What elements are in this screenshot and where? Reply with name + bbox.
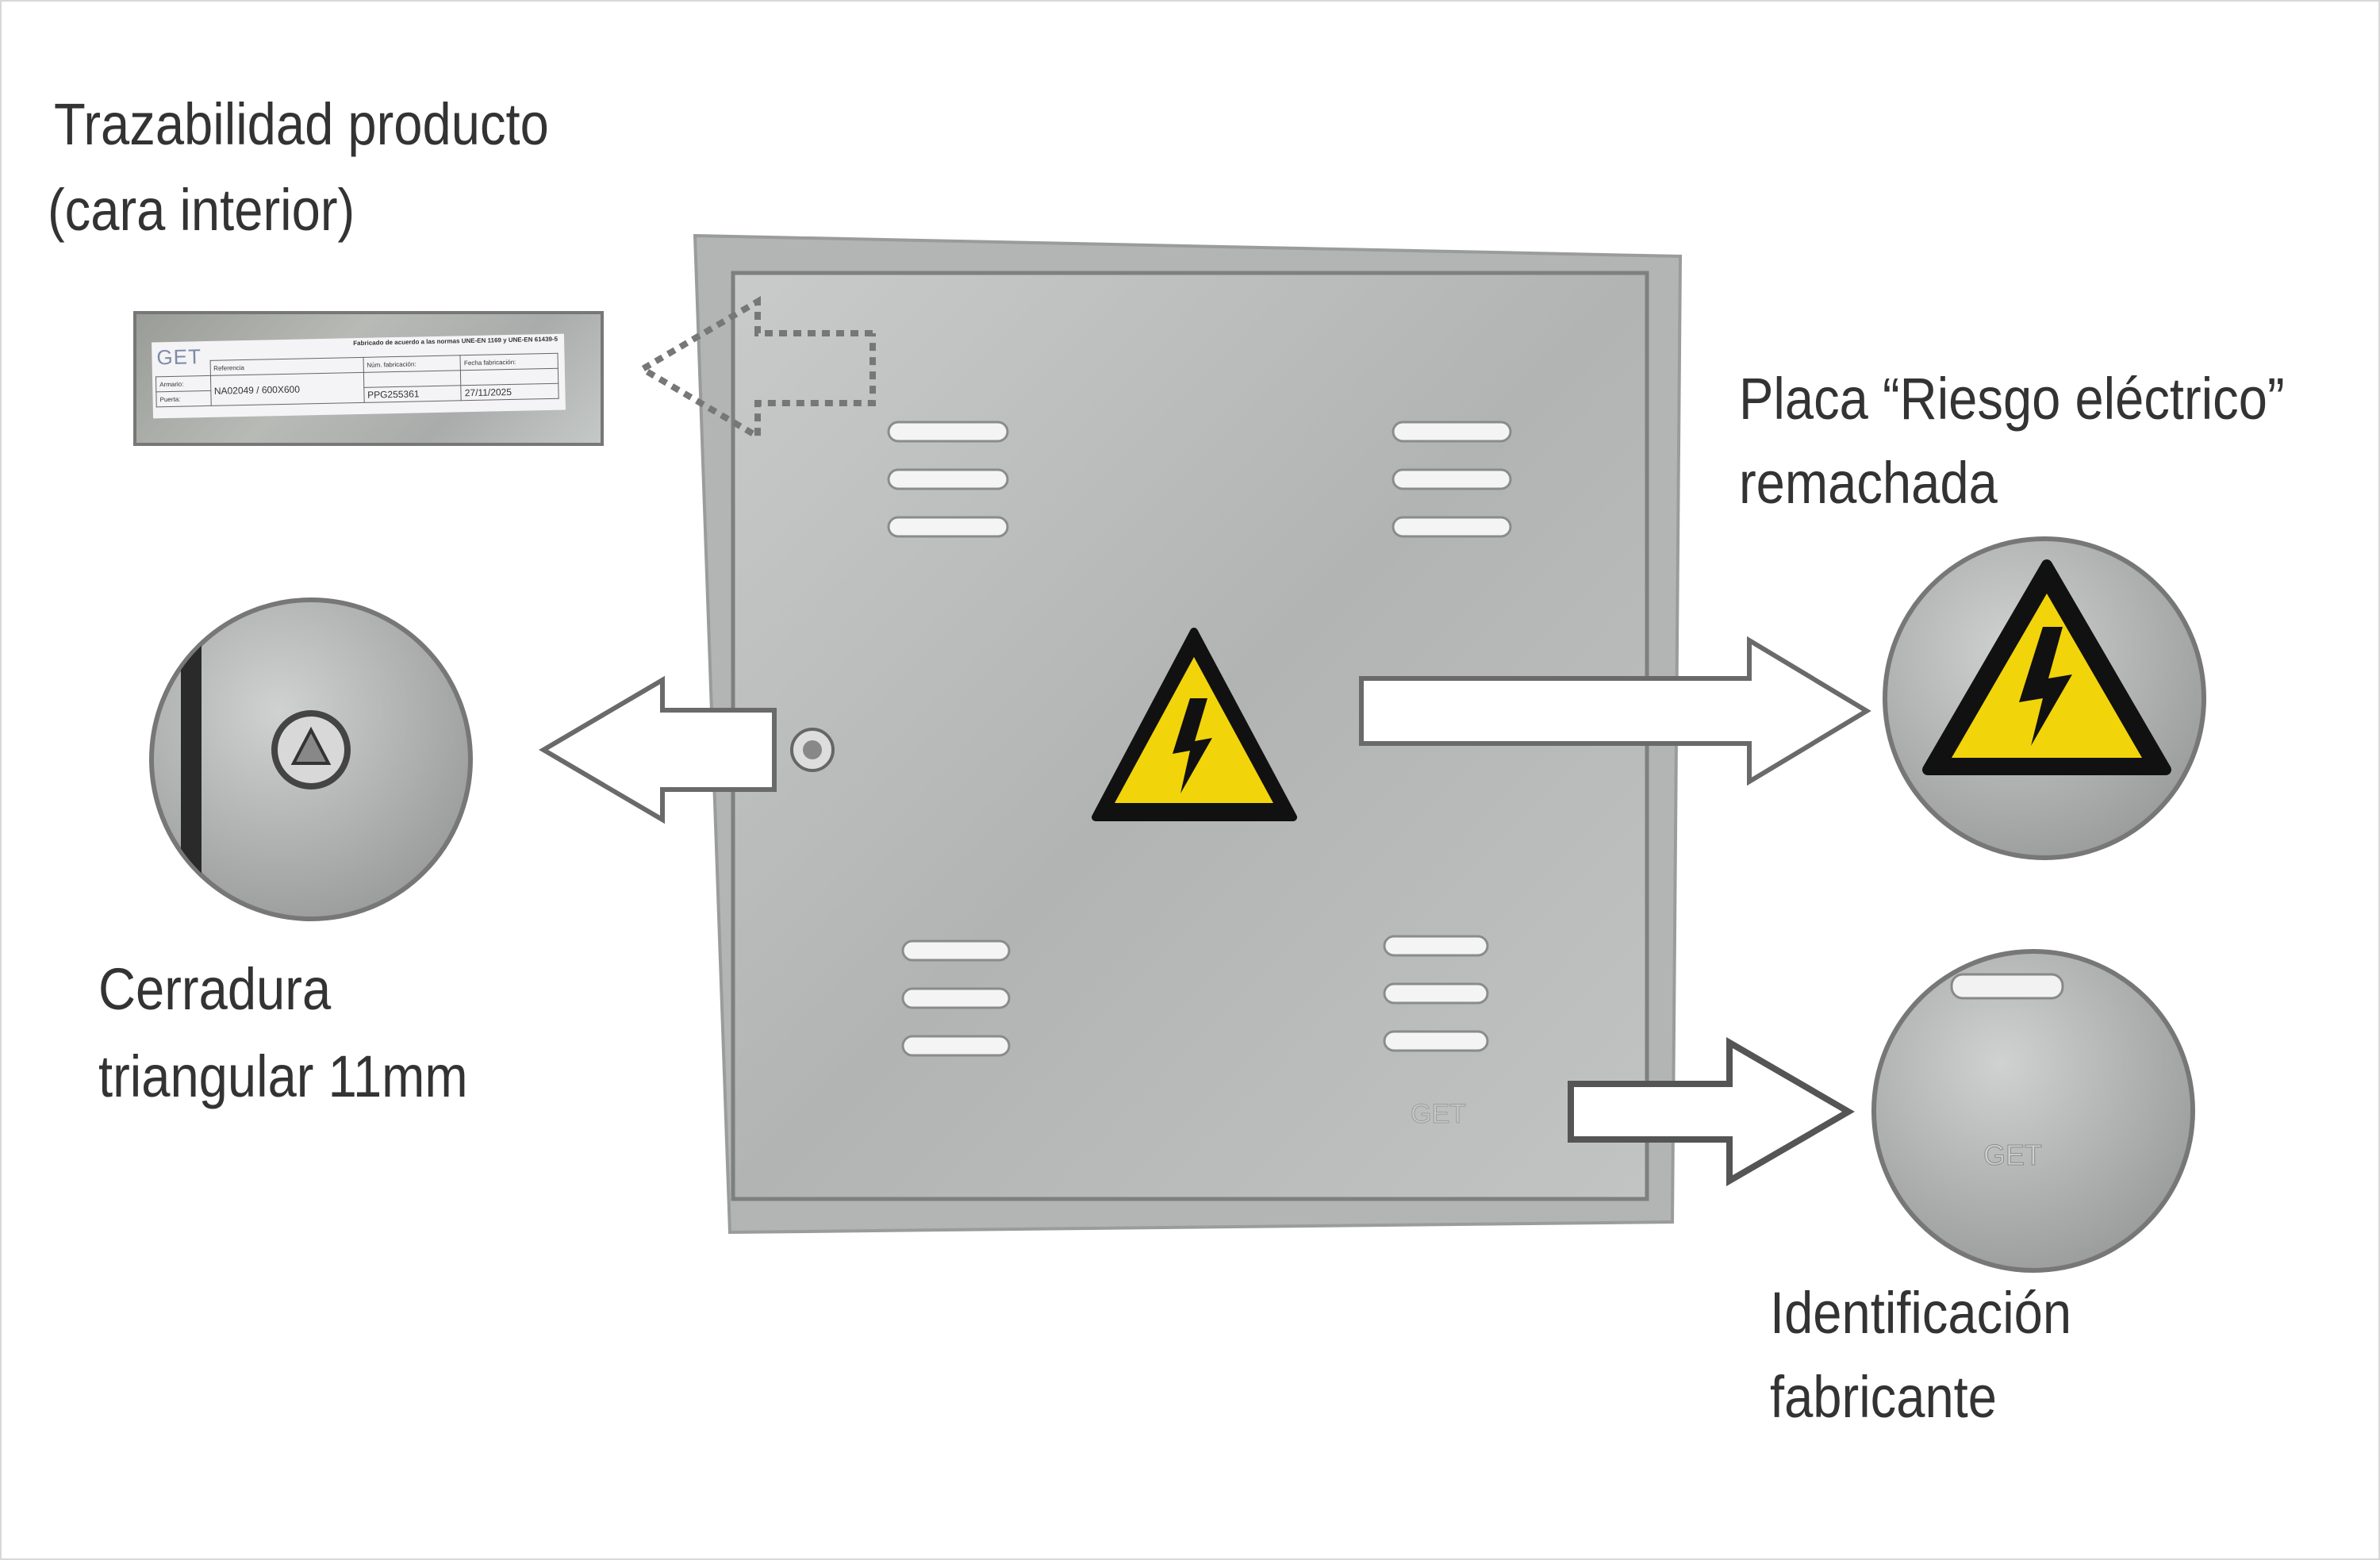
traceability-label-photo: GET Fabricado de acuerdo a las normas UN…: [133, 311, 604, 446]
traceability-sticker: GET Fabricado de acuerdo a las normas UN…: [152, 333, 566, 419]
cabinet-brand-mark: GET: [1411, 1099, 1466, 1129]
ventilation-slots: [887, 421, 1512, 1057]
header-serial: Núm. fabricación:: [363, 355, 461, 373]
arrow-left-icon: [539, 675, 777, 824]
warning-plate-circle: [1883, 536, 2206, 860]
header-date: Fecha fabricación:: [460, 353, 559, 371]
caption-plate-line1: Placa “Riesgo eléctrico”: [1739, 366, 2285, 432]
manufacturer-mark-circle: GET: [1871, 949, 2195, 1273]
row-armario: Armario:: [155, 375, 211, 392]
warning-sign-icon: [1092, 628, 1297, 821]
label-norms: Fabricado de acuerdo a las normas UNE-EN…: [353, 335, 559, 348]
row-puerta: Puerta:: [155, 390, 211, 407]
caption-traceability-line2: (cara interior): [48, 177, 355, 243]
svg-text:GET: GET: [1983, 1139, 2042, 1171]
caption-lock-line1: Cerradura: [98, 956, 332, 1022]
lock-detail-circle: [149, 597, 473, 921]
arrow-right-icon: [1359, 636, 1871, 786]
caption-manufacturer-line1: Identificación: [1770, 1280, 2072, 1346]
caption-manufacturer-line2: fabricante: [1770, 1364, 1997, 1430]
caption-traceability-line1: Trazabilidad producto: [54, 91, 549, 157]
arrow-right-icon-2: [1568, 1037, 1855, 1186]
label-table: Referencia Núm. fabricación: Fecha fabri…: [155, 353, 559, 408]
label-reference: NA02049 / 600X600: [209, 372, 364, 406]
label-serial: PPG255361: [363, 385, 462, 403]
caption-plate-line2: remachada: [1739, 450, 1998, 516]
dotted-arrow-icon: [636, 296, 876, 442]
label-date: 27/11/2025: [461, 383, 559, 401]
caption-lock-line2: triangular 11mm: [98, 1043, 468, 1109]
lock-icon: [790, 728, 835, 772]
